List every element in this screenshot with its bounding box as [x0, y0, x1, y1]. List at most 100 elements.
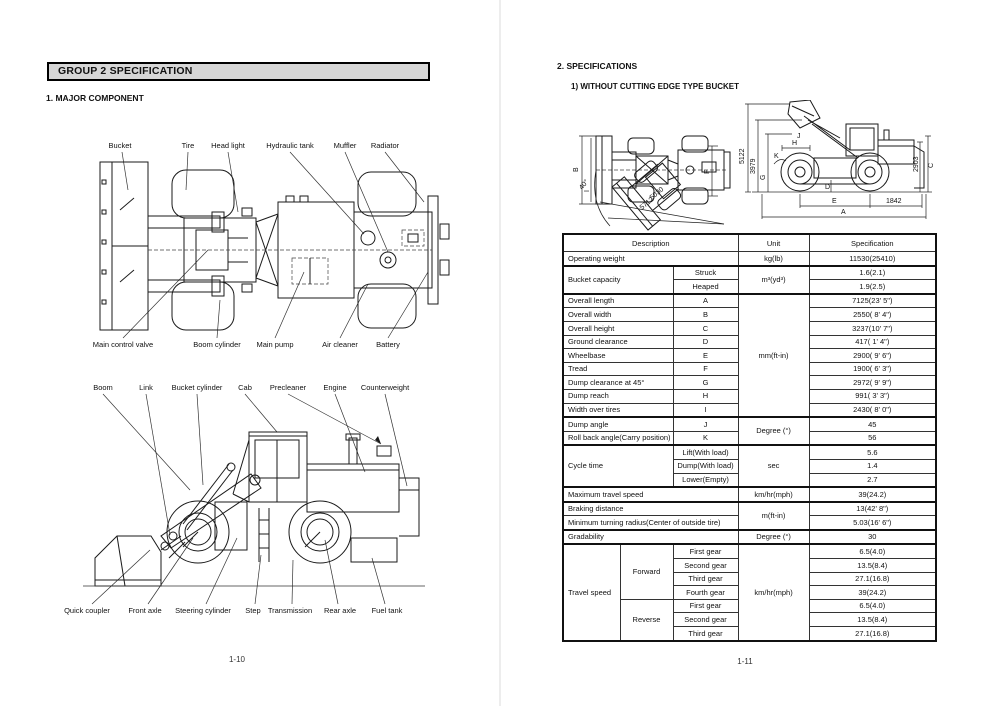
major-component-title: 1. MAJOR COMPONENT — [46, 93, 144, 103]
spec-cell: km/hr(mph) — [737, 543, 810, 642]
dim-label-dump-angle: J — [797, 133, 801, 140]
dim-label-dump-clearance: G — [760, 175, 767, 180]
part-label: Muffler — [333, 141, 357, 150]
part-label: Battery — [376, 340, 400, 349]
spec-table: Description Unit Specification Operating… — [562, 233, 938, 642]
spec-cell: 13.5(8.4) — [808, 558, 937, 573]
spec-cell: mm(ft-in) — [737, 292, 810, 418]
spec-table-header-row: Description Unit Specification — [562, 233, 937, 252]
spec-cell: 45 — [808, 416, 937, 432]
col-header-specification: Specification — [808, 233, 937, 252]
spec-cell: First gear — [672, 543, 739, 560]
part-label: Counterweight — [360, 383, 410, 392]
spec-cell: m³(yd³) — [737, 264, 810, 295]
spec-cell: 30 — [808, 528, 937, 545]
spec-cell: 1.6(2.1) — [808, 264, 937, 281]
part-label: Fuel tank — [371, 606, 403, 615]
dim-label-ground-clearance: D — [825, 184, 830, 191]
part-label: Quick coupler — [64, 606, 110, 615]
spec-cell: 3237(10' 7") — [808, 320, 937, 336]
col-header-unit: Unit — [737, 233, 810, 252]
spec-cell: km/hr(mph) — [737, 486, 810, 503]
part-label: Boom cylinder — [193, 340, 241, 349]
spec-cell: 1.9(2.5) — [808, 279, 937, 295]
spec-cell: Maximum travel speed — [562, 486, 739, 503]
spec-cell: E — [672, 348, 739, 363]
top-view-drawing — [99, 151, 450, 339]
spec-cell: Overall length — [562, 292, 674, 309]
spec-cell: Dump(With load) — [672, 458, 739, 474]
dim-label-bucket-width: B — [573, 167, 580, 172]
dimension-drawing: B I F 40° 5030 5712 5122 3979 G 2903 C K — [573, 100, 935, 231]
dim-label-wheelbase: E — [832, 198, 837, 205]
spec-cell: Dump angle — [562, 416, 674, 432]
spec-table-row: Lower(Empty) 2.7 — [563, 472, 937, 488]
spec-cell: Dump clearance at 45° — [562, 375, 674, 390]
spec-cell: Operating weight — [562, 250, 739, 267]
part-label: Front axle — [128, 606, 162, 615]
spec-cell: Lift(With load) — [672, 444, 739, 460]
spec-cell: Travel speed — [562, 543, 621, 642]
spec-cell: 2430( 8' 0") — [808, 402, 937, 418]
spec-cell: Reverse — [619, 598, 674, 642]
part-label: Link — [139, 383, 153, 392]
part-label: Transmission — [267, 606, 313, 615]
spec-cell: Ground clearance — [562, 334, 674, 350]
spec-cell: Heaped — [672, 279, 739, 295]
spec-cell: Roll back angle(Carry position) — [562, 430, 674, 446]
spec-cell: Fourth gear — [672, 585, 739, 600]
spec-cell: kg(lb) — [737, 250, 810, 267]
spec-cell: Braking distance — [562, 500, 739, 517]
part-label: Step — [245, 606, 261, 615]
bucket-type-subtitle: 1) WITHOUT CUTTING EDGE TYPE BUCKET — [571, 82, 739, 91]
dim-label-overall-length: A — [841, 209, 846, 216]
page-number-left: 1-10 — [228, 655, 245, 664]
spec-cell: B — [672, 307, 739, 322]
spec-cell: 7125(23' 5") — [808, 292, 937, 309]
part-label: Air cleaner — [322, 340, 358, 349]
spec-cell: H — [672, 388, 739, 404]
spec-cell: 11530(25410) — [808, 250, 937, 267]
part-label: Hydraulic tank — [266, 141, 314, 150]
spec-cell: 2972( 9' 9") — [808, 375, 937, 390]
dim-label-width-over-tires: I — [584, 190, 591, 192]
part-label: Steering cylinder — [175, 606, 231, 615]
spec-cell: Dump reach — [562, 388, 674, 404]
spec-cell: I — [672, 402, 739, 418]
spec-cell: m(ft-in) — [737, 500, 810, 531]
spec-cell: 39(24.2) — [808, 486, 937, 503]
spec-cell: Degree (°) — [737, 528, 810, 545]
part-label: Tire — [181, 141, 195, 150]
spec-cell: 6.5(4.0) — [808, 543, 937, 560]
spec-cell: A — [672, 292, 739, 309]
part-label: Cab — [238, 383, 252, 392]
spec-cell: Struck — [672, 264, 739, 281]
side-view-drawing — [83, 393, 425, 605]
spec-cell: 2.7 — [808, 472, 937, 488]
spec-cell: 5.6 — [808, 444, 937, 460]
spec-table-row: Minimum turning radius(Center of outside… — [562, 515, 937, 531]
spec-cell: 39(24.2) — [808, 585, 937, 600]
spec-cell: Width over tires — [562, 402, 674, 418]
spec-cell: 13.5(8.4) — [808, 612, 937, 628]
spec-cell: 1.4 — [808, 458, 937, 474]
spec-cell: Tread — [562, 361, 674, 377]
dim-label-dump-height: 3979 — [750, 158, 757, 174]
spec-cell: 991( 3' 3") — [808, 388, 937, 404]
dim-label-steer-angle: 40° — [577, 178, 590, 191]
spec-cell: Overall width — [562, 307, 674, 322]
spec-cell: Degree (°) — [737, 416, 810, 446]
part-label: Engine — [323, 383, 347, 392]
specifications-title: 2. SPECIFICATIONS — [557, 61, 638, 71]
spec-cell: Lower(Empty) — [672, 472, 739, 488]
